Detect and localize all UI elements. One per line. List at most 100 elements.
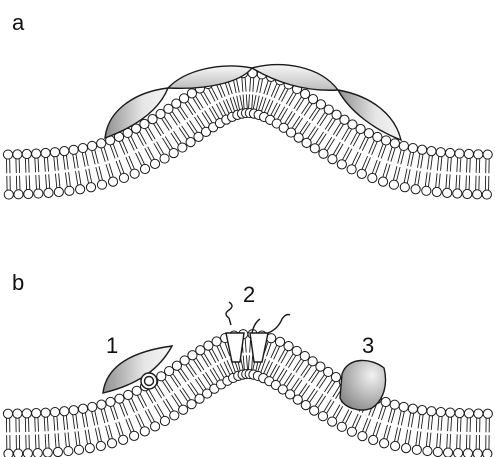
lipid-tail [246,94,247,108]
lipid-tail [154,124,161,136]
lipid-tail [284,373,292,385]
lipid-tail [29,175,30,189]
lipid-tail [460,158,461,172]
lipid-tail [342,128,349,140]
lipid-tail [460,418,461,432]
lipid-head [43,448,52,457]
lipid-tail [236,79,239,93]
lipid-tail [78,431,80,445]
lipid-tail [397,167,400,181]
lipid-tail [145,411,151,423]
lipid-head [310,406,319,415]
protein-2-label: 2 [243,282,255,307]
protein-1-label: 1 [106,333,118,358]
lipid-tail [291,378,299,390]
lipid-head [423,446,432,455]
lipid-head [170,411,179,420]
lipid-head [107,439,116,448]
lipid-tail [154,143,161,155]
lipid-head [97,180,106,189]
lipid-tail [162,138,169,150]
lipid-head [69,406,78,415]
lipid-tail [57,157,58,171]
lipid-head [178,143,187,152]
lipid-head [418,145,427,154]
lipid-tail [431,156,433,170]
lipid-head [23,449,32,457]
lipid-head [483,409,492,418]
lipid-tail [194,360,202,372]
lipid-tail [45,434,46,448]
lipid-head [78,143,87,152]
lipid-head [150,422,159,431]
lipid-tail [273,366,280,378]
lipid-tail [173,374,181,386]
lipid-tail [55,434,56,448]
lipid-tail [295,118,303,130]
lipid-head [124,390,133,399]
lipid-head [108,177,117,186]
lipid-head [140,119,149,128]
lipid-head [436,148,445,157]
lipid-head [399,141,408,150]
lipid-tail [189,363,197,375]
lipid-tail [212,349,219,361]
lipid-tail [109,425,113,439]
lipid-tail [456,175,457,189]
lipid-head [140,427,149,436]
lipid-tail [35,158,36,172]
lipid-tail [245,339,246,353]
lipid-head [54,187,63,196]
lipid-head [275,337,284,346]
lipid-tail [92,151,95,165]
lipid-tail [38,418,39,432]
lipid-tail [165,379,173,391]
lipid-tail [89,169,92,183]
lipid-tail [299,383,307,395]
lipid-head [119,435,128,444]
lipid-tail [418,171,420,185]
lipid-tail [182,126,190,138]
lipid-tail [73,155,75,169]
lipid-tail [325,118,333,130]
lipid-head [301,89,310,98]
lipid-head [483,449,492,457]
lipid-tail [436,173,437,187]
lipid-tail [257,79,260,93]
lipid-tail [136,153,142,166]
lipid-head [33,448,42,457]
lipid-tail [137,133,144,145]
lipid-tail [48,434,49,448]
lipid-head [50,148,59,157]
lipid-tail [256,96,259,110]
lipid-head [337,422,346,431]
lipid-tail [85,152,88,166]
lipid-head [41,408,50,417]
lipid-tail [205,111,212,123]
protein-3-insertion: 3 [340,333,386,410]
lipid-tail [140,394,146,406]
lipid-tail [49,174,50,188]
lipid-tail [246,355,247,369]
lipid-head [408,143,417,152]
lipid-tail [68,432,69,446]
lipid-head [453,448,462,457]
lipid-tail [300,121,308,133]
lipid-tail [308,127,316,139]
lipid-tail [85,413,87,427]
lipid-tail [217,346,223,359]
lipid-tail [36,175,37,189]
lipid-head [464,149,473,158]
lipid-tail [209,108,216,120]
lipid-head [418,406,427,415]
lipid-head [328,155,337,164]
lipid-tail [388,409,392,423]
lipid-tail [170,376,178,388]
lipid-tail [172,395,180,407]
lipid-tail [307,389,315,401]
lipid-head [364,129,373,138]
lipid-tail [186,365,194,377]
lipid-head [474,409,483,418]
lipid-head [130,169,139,178]
lipid-tail [384,425,388,439]
